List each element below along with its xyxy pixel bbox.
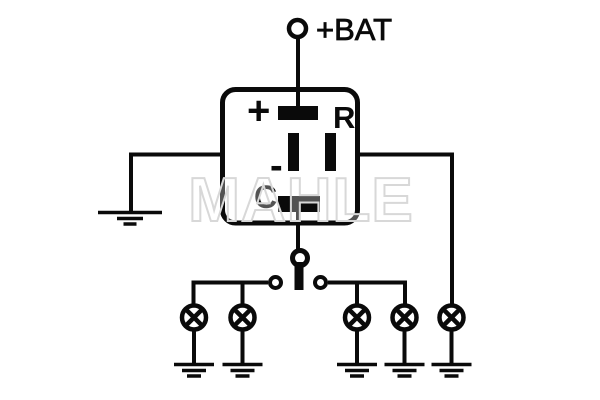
branch-wire-right [328, 280, 407, 304]
switch-lever [294, 262, 304, 290]
lamp-icon-5 [437, 303, 466, 332]
terminal-bar-plus [278, 106, 318, 120]
watermark-text: MAHLE [188, 166, 413, 235]
lamp-icon-1 [179, 303, 209, 332]
load-wire-right [360, 152, 454, 304]
lamp-icon-2 [228, 303, 257, 332]
switch-contact-right [313, 275, 328, 290]
terminal-bar-minus [288, 133, 299, 171]
ground-icon-lamp2 [222, 362, 263, 378]
lamp-icon-4 [390, 303, 419, 332]
c-label: C [254, 179, 277, 215]
terminal-bar-c [278, 196, 320, 212]
battery-label: +BAT [316, 12, 392, 47]
ground-wire-left [129, 152, 222, 211]
battery-terminal-circle [286, 17, 309, 40]
minus-label: - [270, 145, 283, 187]
plus-label: + [247, 89, 270, 133]
terminal-bar-r [325, 133, 336, 171]
ground-icon-lamp3 [337, 362, 377, 378]
r-label: R [333, 100, 355, 135]
branch-wire-left [191, 280, 268, 304]
ground-icon-lamp1 [174, 362, 214, 378]
ground-icon-lamp5 [431, 362, 472, 378]
ground-icon-lamp4 [384, 362, 425, 378]
switch-contact-left [268, 275, 283, 290]
relay-box [220, 87, 360, 226]
lamp-icon-3 [342, 303, 372, 332]
ground-icon-left [98, 210, 162, 226]
watermark: MAHLE [187, 165, 413, 236]
